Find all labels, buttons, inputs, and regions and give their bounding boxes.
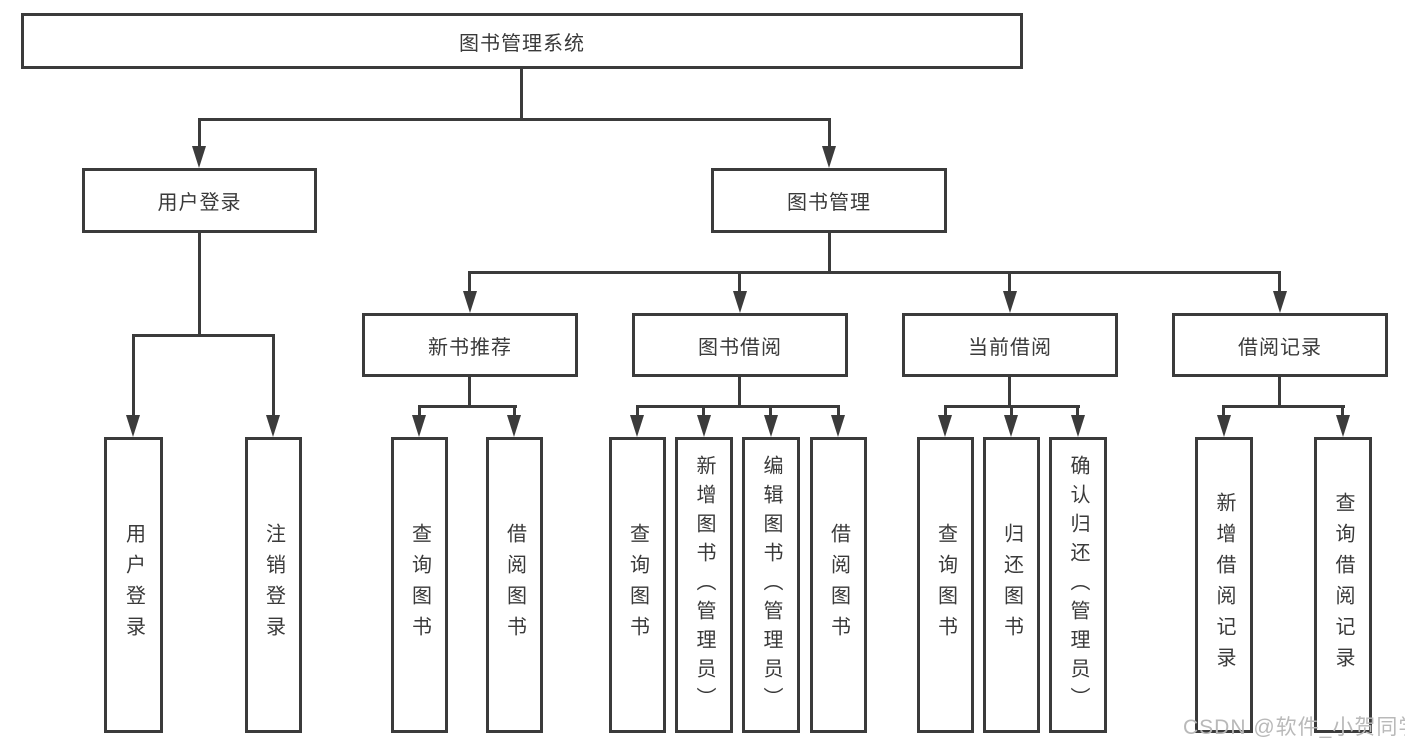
node-new-book-recommend: 新书推荐 — [362, 313, 578, 377]
arrowhead-to-leaf-user-login — [126, 415, 140, 437]
connector-new-book-recommend-stem — [468, 377, 471, 408]
arrowhead-to-leaf-query-book-1 — [412, 415, 426, 437]
arrowhead-to-leaf-logout — [266, 415, 280, 437]
node-borrow-records-label: 借阅记录 — [1238, 336, 1322, 359]
connector-to-leaf-borrow-book-1 — [513, 405, 516, 419]
watermark: CSDN @软件_小贺同学 — [1183, 716, 1405, 739]
connector-to-leaf-query-book-2 — [636, 405, 639, 419]
leaf-return-book-label: 归还图书 — [1000, 523, 1023, 647]
leaf-return-book: 归还图书 — [983, 437, 1040, 733]
leaf-query-book-3-label: 查询图书 — [934, 523, 957, 647]
node-root-label: 图书管理系统 — [459, 32, 585, 55]
node-current-borrow: 当前借阅 — [902, 313, 1118, 377]
arrowhead-to-leaf-borrow-book-1 — [507, 415, 521, 437]
arrowhead-to-leaf-add-book-admin — [697, 415, 711, 437]
arrowhead-to-leaf-return-book — [1004, 415, 1018, 437]
arrowhead-to-leaf-add-borrow-record — [1217, 415, 1231, 437]
arrowhead-to-leaf-query-borrow-record — [1336, 415, 1350, 437]
connector-to-leaf-query-book-3 — [944, 405, 947, 419]
node-book-borrow: 图书借阅 — [632, 313, 848, 377]
leaf-add-book-admin: 新增图书（管理员） — [675, 437, 733, 733]
connector-to-leaf-logout — [272, 334, 275, 418]
arrowhead-to-user-login — [192, 146, 206, 168]
connector-borrow-records-branch — [1223, 405, 1345, 408]
connector-to-leaf-return-book — [1010, 405, 1013, 419]
leaf-edit-book-admin-label: 编辑图书（管理员） — [760, 454, 782, 716]
node-user-login: 用户登录 — [82, 168, 317, 233]
connector-to-leaf-add-borrow-record — [1222, 405, 1225, 419]
connector-level3-branch — [469, 271, 1281, 274]
connector-new-book-recommend-branch — [418, 405, 517, 408]
leaf-borrow-book-2: 借阅图书 — [810, 437, 867, 733]
node-book-borrow-label: 图书借阅 — [698, 336, 782, 359]
connector-to-book-management — [828, 118, 831, 150]
connector-user-login-stem — [198, 233, 201, 337]
connector-to-current-borrow — [1008, 271, 1011, 295]
connector-to-borrow-records — [1278, 271, 1281, 295]
arrowhead-to-book-management — [822, 146, 836, 168]
leaf-query-book-2-label: 查询图书 — [626, 523, 649, 647]
leaf-logout-label: 注销登录 — [262, 523, 285, 647]
arrowhead-to-new-book-recommend — [463, 291, 477, 313]
leaf-query-borrow-record-label: 查询借阅记录 — [1332, 492, 1354, 678]
leaf-borrow-book-1: 借阅图书 — [486, 437, 543, 733]
node-book-management: 图书管理 — [711, 168, 947, 233]
node-borrow-records: 借阅记录 — [1172, 313, 1388, 377]
leaf-logout: 注销登录 — [245, 437, 302, 733]
connector-to-user-login — [198, 118, 201, 150]
leaf-query-book-3: 查询图书 — [917, 437, 974, 733]
arrowhead-to-book-borrow — [733, 291, 747, 313]
connector-to-leaf-borrow-book-2 — [837, 405, 840, 419]
connector-to-book-borrow — [738, 271, 741, 295]
connector-level2-branch — [198, 118, 831, 121]
leaf-query-borrow-record: 查询借阅记录 — [1314, 437, 1372, 733]
connector-to-leaf-confirm-return-admin — [1076, 405, 1079, 419]
leaf-add-borrow-record-label: 新增借阅记录 — [1213, 492, 1235, 678]
arrowhead-to-leaf-edit-book-admin — [764, 415, 778, 437]
leaf-confirm-return-admin-label: 确认归还（管理员） — [1067, 454, 1089, 716]
node-book-management-label: 图书管理 — [787, 192, 871, 214]
connector-current-borrow-stem — [1008, 377, 1011, 408]
leaf-borrow-book-1-label: 借阅图书 — [503, 523, 526, 647]
connector-book-management-stem — [828, 233, 831, 274]
leaf-confirm-return-admin: 确认归还（管理员） — [1049, 437, 1107, 733]
connector-to-leaf-query-book-1 — [418, 405, 421, 419]
leaf-add-borrow-record: 新增借阅记录 — [1195, 437, 1253, 733]
arrowhead-to-leaf-confirm-return-admin — [1071, 415, 1085, 437]
connector-to-leaf-edit-book-admin — [769, 405, 772, 419]
node-current-borrow-label: 当前借阅 — [968, 336, 1052, 359]
connector-root-stem — [520, 69, 523, 120]
connector-borrow-records-stem — [1278, 377, 1281, 408]
leaf-query-book-1: 查询图书 — [391, 437, 448, 733]
leaf-query-book-1-label: 查询图书 — [408, 523, 431, 647]
arrowhead-to-leaf-query-book-2 — [630, 415, 644, 437]
leaf-query-book-2: 查询图书 — [609, 437, 666, 733]
leaf-user-login: 用户登录 — [104, 437, 163, 733]
leaf-add-book-admin-label: 新增图书（管理员） — [693, 454, 715, 716]
connector-to-leaf-user-login — [132, 334, 135, 418]
arrowhead-to-current-borrow — [1003, 291, 1017, 313]
leaf-edit-book-admin: 编辑图书（管理员） — [742, 437, 800, 733]
arrowhead-to-leaf-query-book-3 — [938, 415, 952, 437]
arrowhead-to-borrow-records — [1273, 291, 1287, 313]
arrowhead-to-leaf-borrow-book-2 — [831, 415, 845, 437]
connector-to-new-book-recommend — [468, 271, 471, 295]
leaf-borrow-book-2-label: 借阅图书 — [827, 523, 850, 647]
connector-to-leaf-query-borrow-record — [1341, 405, 1344, 419]
connector-book-borrow-branch — [636, 405, 840, 408]
connector-user-login-branch — [132, 334, 275, 337]
connector-to-leaf-add-book-admin — [702, 405, 705, 419]
node-new-book-recommend-label: 新书推荐 — [428, 336, 512, 359]
node-user-login-label: 用户登录 — [157, 192, 242, 214]
connector-book-borrow-stem — [738, 377, 741, 408]
leaf-user-login-label: 用户登录 — [122, 523, 145, 647]
node-root: 图书管理系统 — [21, 13, 1023, 69]
